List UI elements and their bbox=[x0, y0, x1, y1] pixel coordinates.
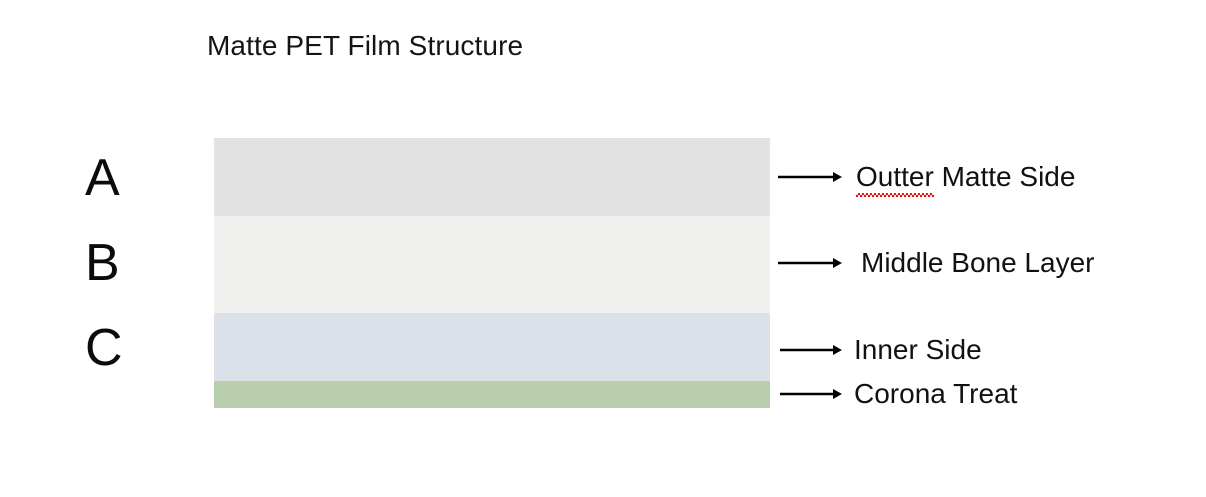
layer-letter-a: A bbox=[85, 149, 120, 207]
callout-label-corona-treat: Corona Treat bbox=[854, 378, 1018, 409]
film-band-corona-treat bbox=[214, 381, 770, 408]
right-arrow-icon bbox=[780, 345, 842, 355]
film-band-middle-bone-layer bbox=[214, 216, 770, 313]
right-arrow-icon bbox=[780, 389, 842, 399]
callout-label-outer-matte-side: Outter Matte Side bbox=[856, 160, 1076, 197]
film-band-inner-side bbox=[214, 313, 770, 381]
film-band-outer-matte-side bbox=[214, 138, 770, 216]
callout-middle-bone-layer: Middle Bone Layer bbox=[778, 246, 1094, 280]
callout-corona-treat: Corona Treat bbox=[780, 377, 1017, 411]
callout-inner-side: Inner Side bbox=[780, 333, 982, 367]
right-arrow-icon bbox=[778, 172, 842, 182]
layer-letter-c: C bbox=[85, 319, 123, 377]
callout-label-middle-bone-layer: Middle Bone Layer bbox=[861, 247, 1095, 278]
callout-label-outer-rest: Matte Side bbox=[933, 161, 1076, 192]
callout-outer-matte-side: Outter Matte Side bbox=[778, 160, 1076, 197]
right-arrow-icon bbox=[778, 258, 842, 268]
film-stack bbox=[214, 138, 770, 408]
layer-letter-b: B bbox=[85, 234, 120, 292]
callout-label-inner-side: Inner Side bbox=[854, 334, 982, 365]
misspelled-word-outter: Outter bbox=[856, 161, 934, 197]
page-title: Matte PET Film Structure bbox=[207, 30, 524, 61]
